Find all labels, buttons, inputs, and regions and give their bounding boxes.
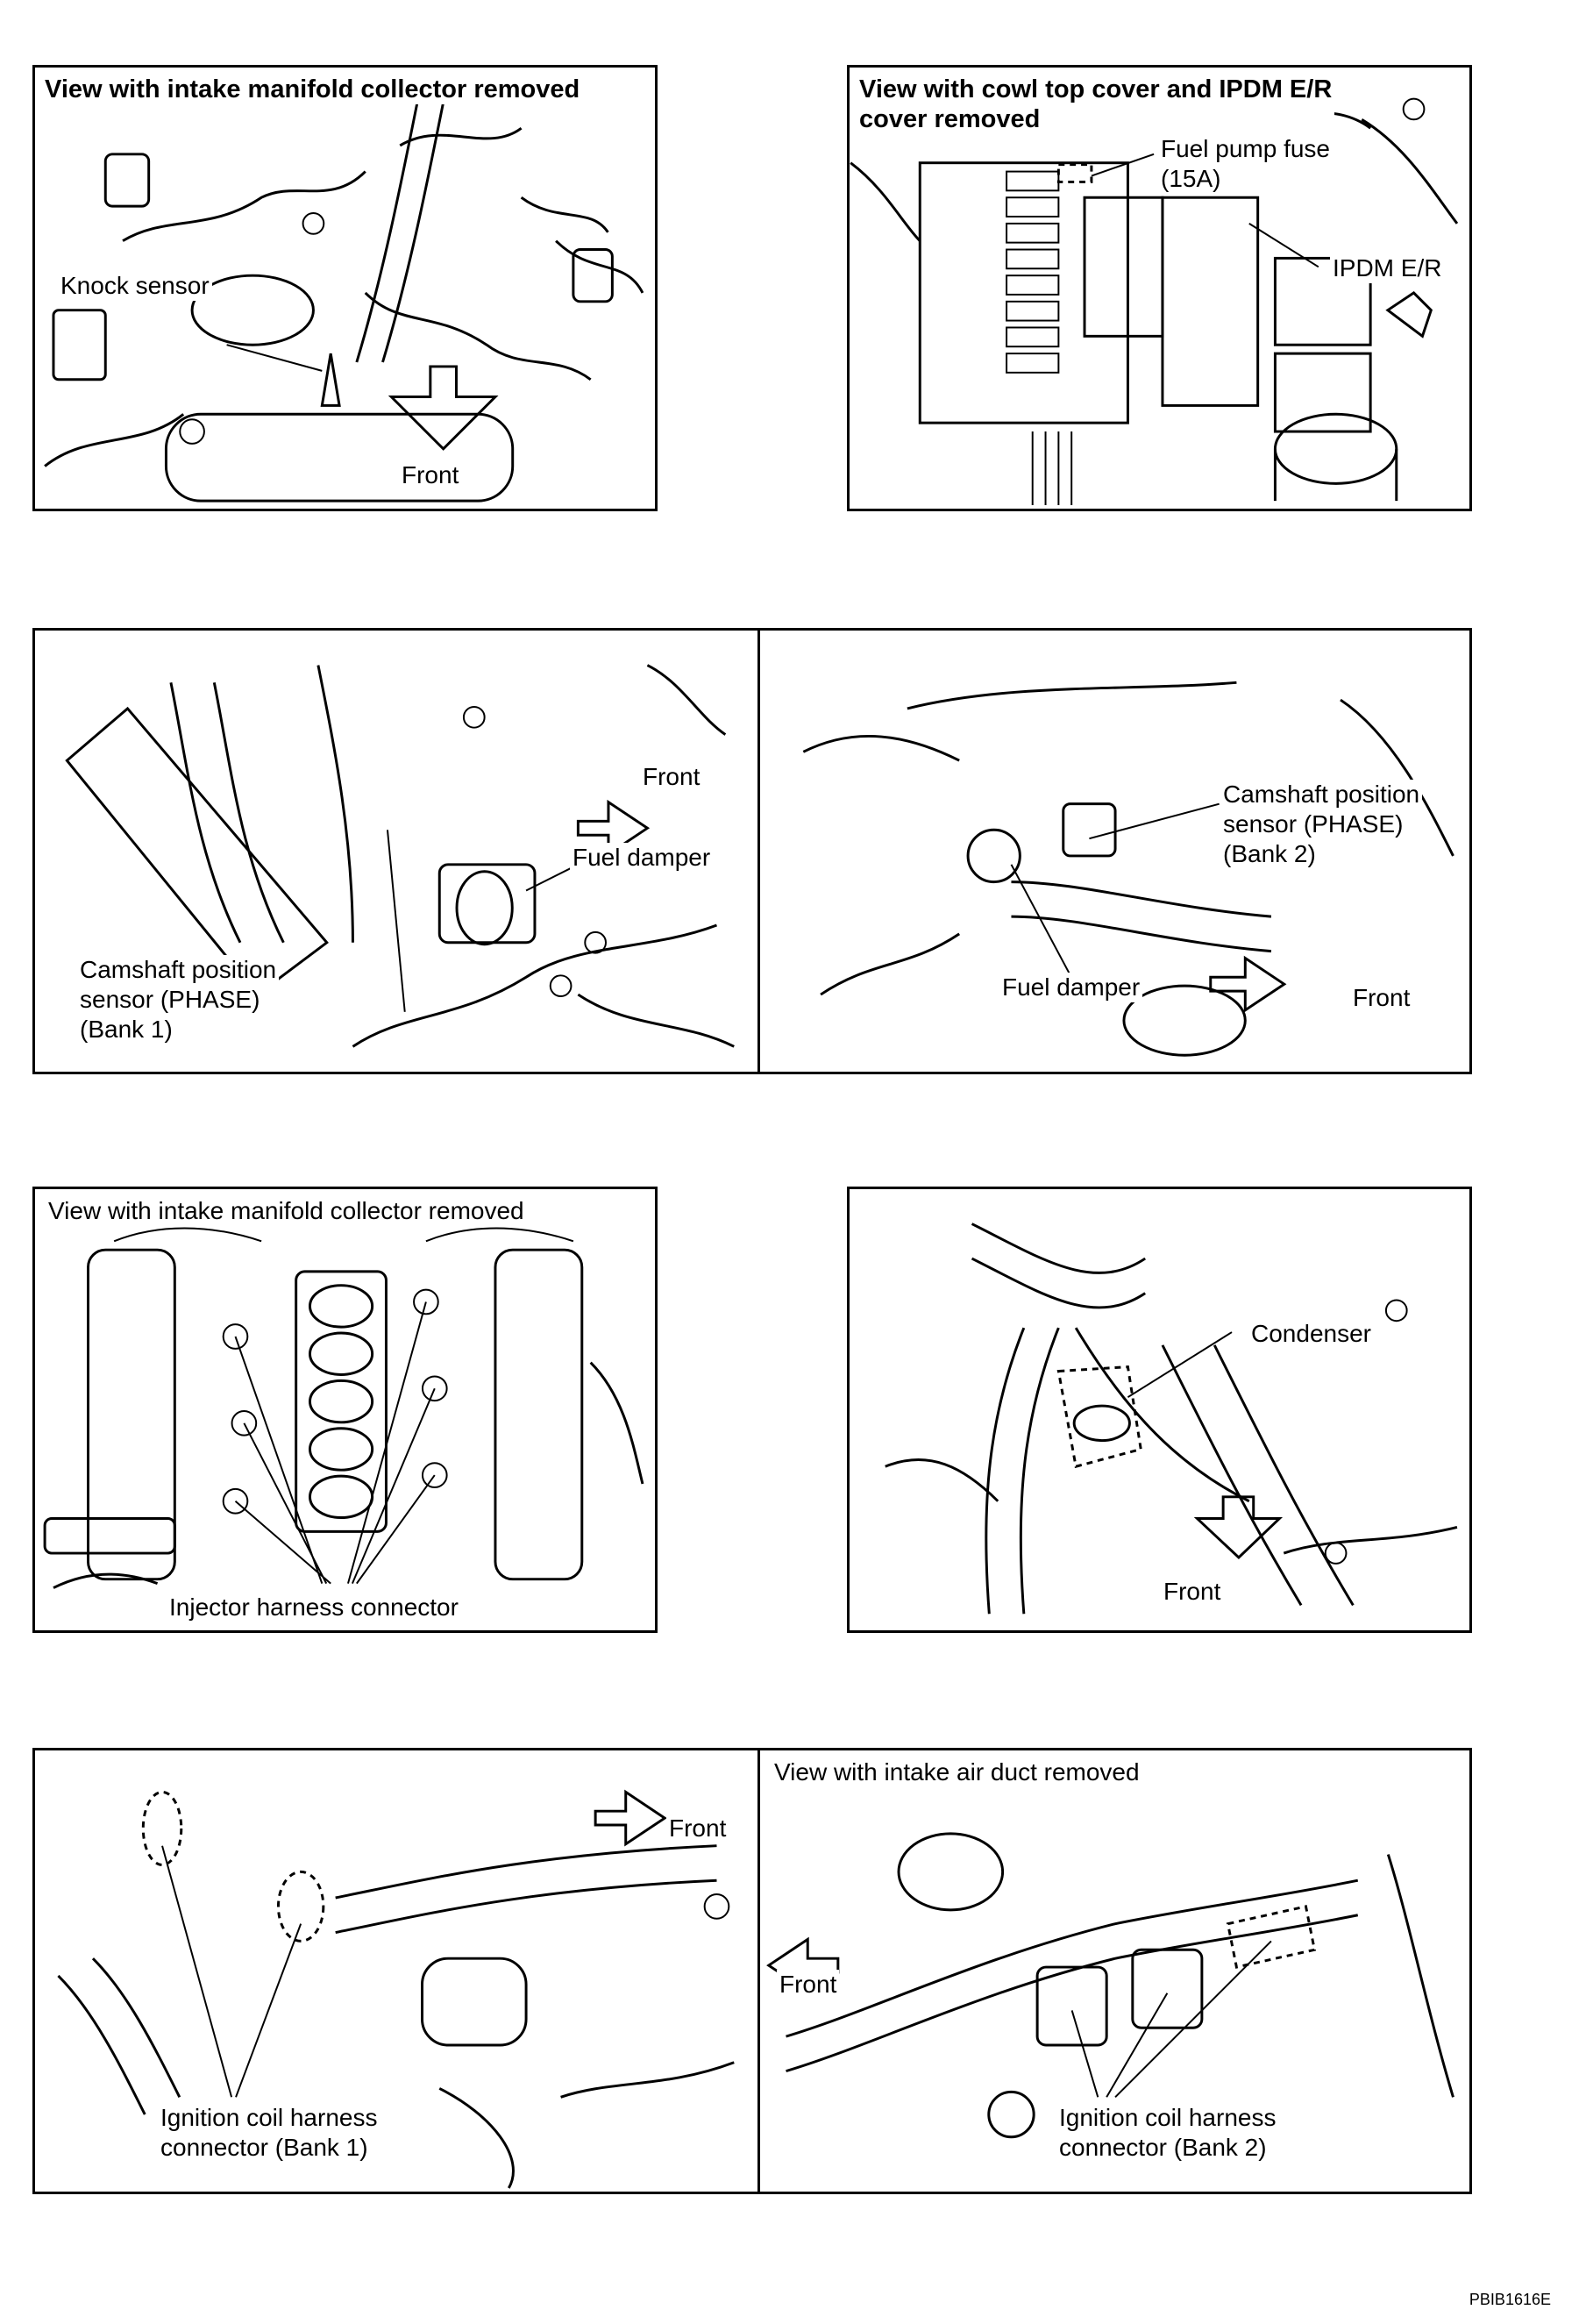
condenser-label: Condenser [1248,1319,1374,1349]
cam-left-front-label: Front [640,762,703,792]
cam-right-fuel-damper-label: Fuel damper [999,973,1143,1002]
injector-illustration [43,1227,644,1589]
cam-left-fuel-damper-label: Fuel damper [570,843,714,873]
ipdm-panel: View with cowl top cover and IPDM E/R co… [847,65,1472,511]
ignition-illustration [57,1789,1454,2189]
ipdm-er-label: IPDM E/R [1330,253,1445,283]
camshaft-sensor-panel: Front Fuel damper Camshaft position sens… [32,628,1472,1074]
injector-connector-label: Injector harness connector [167,1593,461,1622]
figure-code: PBIB1616E [1469,2291,1551,2308]
ipdm-panel-title: View with cowl top cover and IPDM E/R co… [857,75,1335,134]
ignition-panel-divider [757,1750,760,2192]
cam-right-sensor-label: Camshaft position sensor (PHASE) (Bank 2… [1220,780,1423,869]
fuel-pump-fuse-label: Fuel pump fuse (15A) [1158,134,1333,194]
knock-sensor-label: Knock sensor [58,271,212,301]
ign-left-front-label: Front [666,1814,729,1843]
ign-right-panel-title: View with intake air duct removed [772,1757,1142,1787]
ignition-coil-panel: Front Ignition coil harness connector (B… [32,1748,1472,2194]
camshaft-illustration [65,664,1454,1057]
condenser-illustration [885,1223,1458,1615]
injector-panel-title: View with intake manifold collector remo… [46,1196,527,1226]
knock-panel-title: View with intake manifold collector remo… [42,75,583,104]
cam-left-sensor-label: Camshaft position sensor (PHASE) (Bank 1… [77,955,280,1044]
ipdm-illustration [850,97,1459,506]
cam-right-front-label: Front [1350,983,1413,1013]
camshaft-panel-divider [757,631,760,1072]
condenser-panel: Condenser Front [847,1187,1472,1633]
knock-sensor-panel: View with intake manifold collector remo… [32,65,658,511]
ign-left-connector-label: Ignition coil harness connector (Bank 1) [158,2103,380,2163]
knock-front-label: Front [399,460,462,490]
ign-right-front-label: Front [777,1970,840,2000]
injector-panel: View with intake manifold collector remo… [32,1187,658,1633]
knock-sensor-illustration [44,102,644,503]
condenser-front-label: Front [1161,1577,1224,1607]
ign-right-connector-label: Ignition coil harness connector (Bank 2) [1056,2103,1279,2163]
